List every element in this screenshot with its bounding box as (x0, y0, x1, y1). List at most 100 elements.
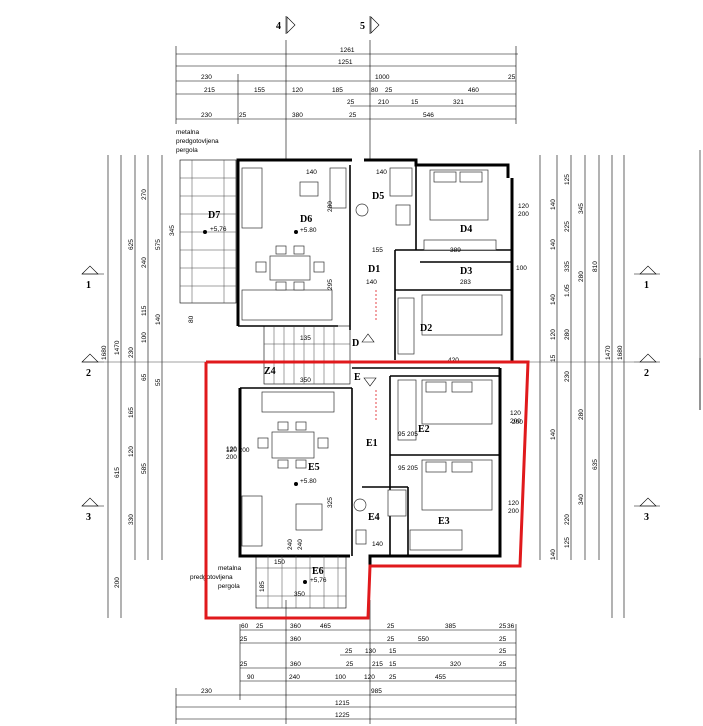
svg-text:120: 120 (226, 446, 237, 453)
svg-text:283: 283 (460, 279, 471, 286)
svg-text:185: 185 (332, 87, 343, 94)
svg-text:3: 3 (86, 512, 91, 523)
svg-text:360: 360 (290, 636, 301, 643)
svg-text:140: 140 (366, 279, 377, 286)
room-label-d5: D5 (372, 191, 384, 202)
svg-text:200: 200 (226, 454, 237, 461)
svg-text:125: 125 (564, 537, 571, 548)
svg-text:25: 25 (499, 661, 507, 668)
svg-text:455: 455 (435, 674, 446, 681)
svg-text:220: 220 (564, 514, 571, 525)
svg-text:90: 90 (247, 674, 255, 681)
svg-text:95 205: 95 205 (398, 465, 418, 472)
svg-text:140: 140 (550, 199, 557, 210)
svg-text:5: 5 (360, 21, 365, 32)
svg-text:345: 345 (578, 203, 585, 214)
pergola-note-top: metalna predgotovljena pergola (176, 129, 219, 154)
axis-marker-3-right: 3 (634, 497, 660, 523)
svg-text:25: 25 (239, 112, 247, 119)
svg-text:210: 210 (378, 99, 389, 106)
svg-text:215: 215 (372, 661, 383, 668)
svg-text:36: 36 (507, 623, 515, 630)
room-label-e6: E6 (312, 566, 324, 577)
svg-text:240: 240 (289, 674, 300, 681)
svg-text:120: 120 (508, 500, 519, 507)
svg-text:140: 140 (550, 549, 557, 560)
left-dimensions: 1680 1470 615 200 625 230 165 120 330 27… (101, 155, 195, 618)
svg-text:360: 360 (290, 661, 301, 668)
svg-text:metalna: metalna (218, 565, 242, 572)
svg-text:15: 15 (550, 354, 557, 362)
svg-text:25: 25 (345, 648, 353, 655)
svg-text:230: 230 (564, 371, 571, 382)
room-label-z4: Z4 (264, 366, 276, 377)
svg-text:100: 100 (141, 332, 148, 343)
svg-text:25: 25 (240, 636, 248, 643)
svg-text:1000: 1000 (375, 74, 390, 81)
room-label-d3: D3 (460, 266, 472, 277)
svg-text:130: 130 (365, 648, 376, 655)
svg-text:25: 25 (389, 674, 397, 681)
svg-text:200: 200 (510, 418, 521, 425)
svg-text:pergola: pergola (176, 147, 198, 154)
furniture (241, 167, 503, 551)
svg-text:320: 320 (450, 661, 461, 668)
svg-text:120: 120 (510, 410, 521, 417)
right-dimensions: 1680 1470 810 635 345 280 280 340 125 22… (508, 155, 625, 618)
room-label-d: D (352, 338, 359, 349)
svg-text:2: 2 (86, 368, 91, 379)
svg-text:3: 3 (644, 512, 649, 523)
svg-text:380: 380 (292, 112, 303, 119)
svg-text:465: 465 (320, 623, 331, 630)
svg-text:25: 25 (349, 112, 357, 119)
svg-text:140: 140 (372, 541, 383, 548)
svg-text:360: 360 (290, 623, 301, 630)
svg-text:115: 115 (141, 305, 148, 316)
axis-marker-2-left: 2 (81, 353, 104, 379)
svg-text:550: 550 (418, 636, 429, 643)
svg-text:1: 1 (644, 280, 649, 291)
svg-text:200: 200 (114, 577, 121, 588)
svg-text:120: 120 (292, 87, 303, 94)
room-labels: D7 D6 D5 D4 D3 D1 D2 D E Z4 E1 E2 E3 E4 … (208, 191, 472, 577)
axis-marker-1-left: 1 (81, 265, 104, 291)
room-label-e1: E1 (366, 438, 378, 449)
bottom-dimensions: 60 25 360 465 25 385 25 36 25 360 25 550… (175, 600, 517, 724)
axis-marker-1-right: 1 (634, 265, 660, 291)
svg-text:230: 230 (201, 74, 212, 81)
svg-text:155: 155 (372, 247, 383, 254)
pergola-note-bottom: metalna predgotovljena pergola (190, 565, 242, 590)
svg-text:280: 280 (564, 329, 571, 340)
svg-text:240: 240 (287, 539, 294, 550)
room-label-d6: D6 (300, 214, 312, 225)
svg-text:280: 280 (578, 409, 585, 420)
svg-text:321: 321 (453, 99, 464, 106)
svg-text:125: 125 (564, 174, 571, 185)
svg-text:60: 60 (241, 623, 249, 630)
svg-text:350: 350 (294, 591, 305, 598)
svg-text:389: 389 (450, 247, 461, 254)
svg-text:predgotovljena: predgotovljena (176, 138, 219, 145)
svg-text:55: 55 (155, 378, 162, 386)
svg-text:1261: 1261 (340, 47, 355, 54)
room-label-d2: D2 (420, 323, 432, 334)
svg-text:25: 25 (387, 636, 395, 643)
svg-text:1680: 1680 (101, 345, 108, 360)
svg-text:2: 2 (644, 368, 649, 379)
svg-text:pergola: pergola (218, 583, 240, 590)
svg-text:predgotovljena: predgotovljena (190, 574, 233, 581)
svg-text:200: 200 (518, 211, 529, 218)
section-marker-5: 5 (360, 16, 380, 34)
svg-text:140: 140 (376, 169, 387, 176)
svg-text:635: 635 (592, 459, 599, 470)
svg-text:230: 230 (128, 347, 135, 358)
svg-text:1470: 1470 (114, 340, 121, 355)
svg-text:1: 1 (86, 280, 91, 291)
svg-text:25: 25 (346, 661, 354, 668)
room-label-e2: E2 (418, 424, 430, 435)
svg-text:120: 120 (128, 446, 135, 457)
room-label-e: E (354, 372, 361, 383)
svg-text:150: 150 (274, 559, 285, 566)
top-dimensions: 1261 1251 230 1000 25 215 155 120 185 80… (175, 40, 518, 160)
